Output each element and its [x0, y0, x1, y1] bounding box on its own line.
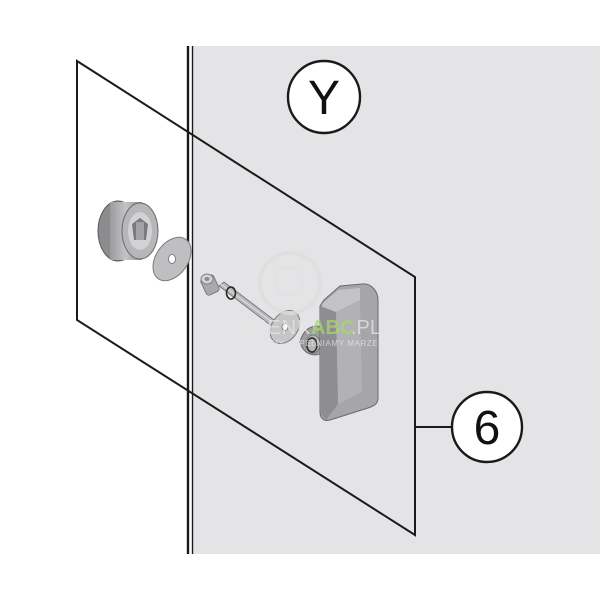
o-ring-part: [225, 286, 237, 300]
watermark-brand-suffix: .PL: [351, 317, 381, 339]
watermark: LAZIENKI ABC .PL NIE SPRZEDAJEMY - SPEŁN…: [201, 251, 394, 348]
part-callout-label: 6: [474, 402, 501, 455]
watermark-brand-prefix: LAZIENKI: [221, 317, 318, 339]
view-callout-label: Y: [308, 72, 340, 125]
lock-housing-part: [97, 200, 159, 262]
bushing-part: [200, 273, 220, 296]
part-callout-circle: [450, 390, 524, 464]
watermark-tagline: NIE SPRZEDAJEMY - SPEŁNIAMY MARZENIA: [201, 339, 394, 348]
thumb-turn-knob: [299, 283, 379, 421]
watermark-logo-icon: [258, 251, 322, 315]
knob-o-ring: [306, 337, 318, 353]
wall-panel: [192, 46, 600, 554]
washer-part: [152, 236, 192, 282]
rear-washer-part: [269, 309, 301, 345]
watermark-brand-highlight: ABC: [311, 317, 354, 339]
view-callout-circle: [286, 59, 362, 135]
assembly-plane: [76, 59, 416, 537]
